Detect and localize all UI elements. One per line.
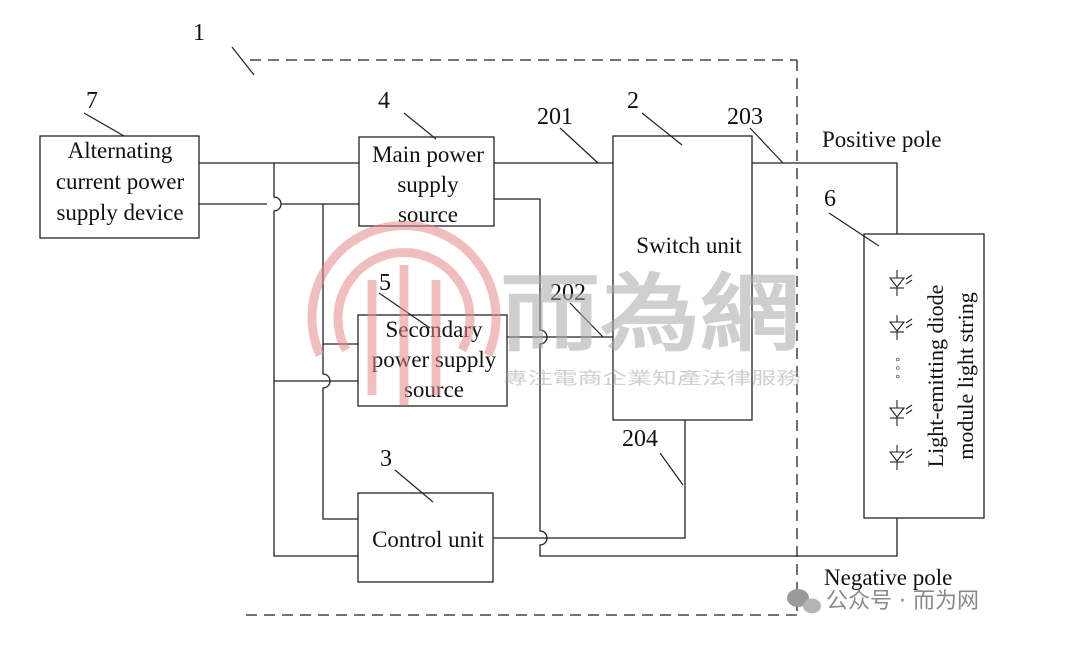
ref-201-label: 201 <box>537 104 573 130</box>
wechat-icon <box>787 589 821 614</box>
ref-6-label: 6 <box>824 186 836 212</box>
module-1-boundary <box>243 59 798 616</box>
led-diode-4 <box>888 445 913 470</box>
main-power-label-line2: supply <box>397 172 459 197</box>
watermark-logo <box>307 220 501 405</box>
led-string-label-line2: module light string <box>953 292 978 459</box>
led-diode-1 <box>888 270 913 296</box>
ref-1-label: 1 <box>193 20 205 46</box>
led-string-box <box>863 233 985 519</box>
led-diode-2 <box>888 315 913 340</box>
leader-lines <box>83 46 880 503</box>
led-diode-3 <box>888 400 913 426</box>
ref-2-label: 2 <box>627 88 639 114</box>
control-unit-label: Control unit <box>372 527 484 552</box>
ref-5-label: 5 <box>379 270 391 296</box>
ac-supply-label-line3: supply device <box>56 200 183 225</box>
led-string-label-line1: Light-emitting diode <box>923 285 948 468</box>
ref-204-label: 204 <box>622 426 658 452</box>
switch-unit-box <box>612 135 753 421</box>
control-unit-box <box>357 492 494 583</box>
watermark-tagline: 專注電商企業知產法律服務 <box>503 369 801 389</box>
ref-7-label: 7 <box>86 88 98 114</box>
negative-pole-label: Negative pole <box>824 565 952 590</box>
ref-4-label: 4 <box>378 88 390 114</box>
ac-supply-label-line2: current power <box>56 169 185 194</box>
watermark-brand: 而為網 <box>500 265 800 363</box>
ac-supply-label-line1: Alternating <box>68 138 173 163</box>
led-ellipsis: ◦ ◦ ◦ <box>891 357 906 379</box>
ref-203-label: 203 <box>727 104 763 130</box>
switch-unit-label: Switch unit <box>636 233 742 258</box>
main-power-label-line1: Main power <box>372 142 484 167</box>
corner-attribution: 公众号 · 而为网 <box>787 589 979 614</box>
positive-pole-label: Positive pole <box>822 127 941 152</box>
ref-3-label: 3 <box>380 446 392 472</box>
main-power-box <box>358 136 495 227</box>
wiring <box>199 162 898 557</box>
led-diodes <box>888 270 913 470</box>
ac-supply-box <box>39 135 200 239</box>
corner-text: 公众号 · 而为网 <box>826 589 979 614</box>
watermark: 而為網 專注電商企業知產法律服務 <box>307 220 801 405</box>
ref-202-label: 202 <box>550 280 586 306</box>
